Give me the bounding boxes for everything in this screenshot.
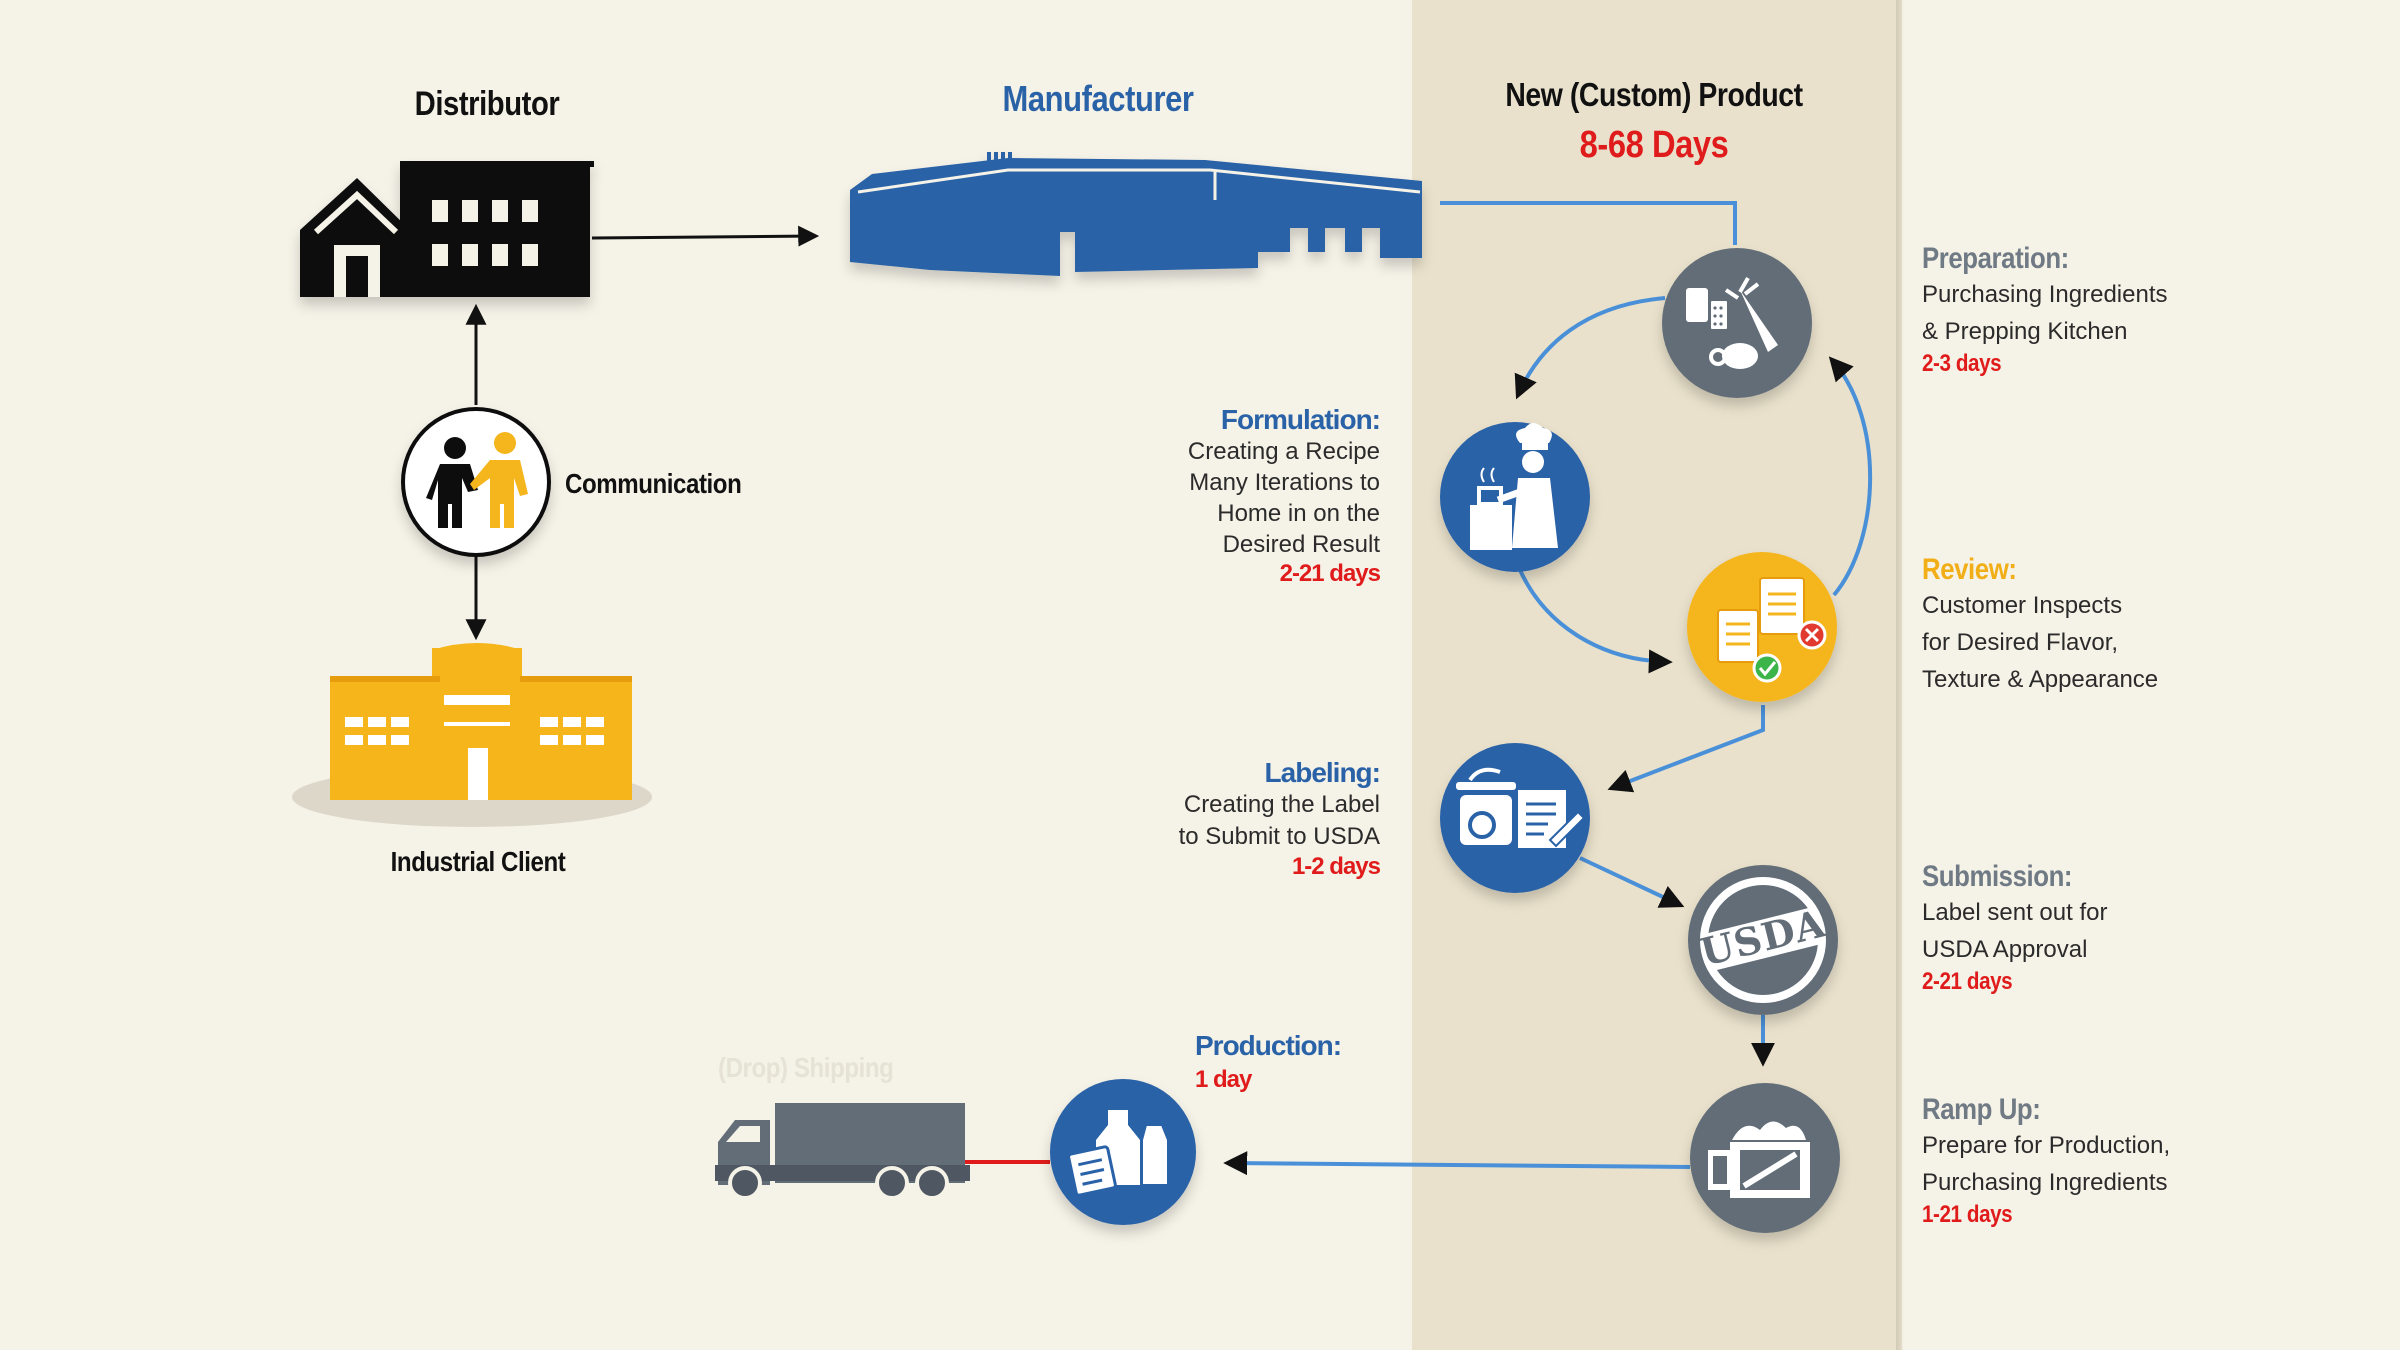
review-title: Review: bbox=[1922, 553, 2017, 586]
review-line-1: Customer Inspects bbox=[1922, 592, 2123, 619]
product-title: New (Custom) Product bbox=[1505, 76, 1803, 113]
manufacturer-factory-icon bbox=[850, 152, 1422, 276]
production-block: Production: 1 day bbox=[1195, 1030, 1342, 1094]
band-edge-shadow bbox=[1896, 0, 1904, 1350]
submission-line-1: Label sent out for bbox=[1922, 899, 2108, 926]
submission-line-2: USDA Approval bbox=[1922, 936, 2088, 963]
industrial-client-label: Industrial Client bbox=[390, 846, 566, 877]
production-title: Production: bbox=[1195, 1030, 1342, 1061]
formulation-line-1: Creating a Recipe bbox=[1187, 438, 1380, 465]
shipping-label: (Drop) Shipping bbox=[718, 1052, 894, 1083]
distributor-building-icon bbox=[300, 161, 594, 297]
preparation-days: 2-3 days bbox=[1922, 350, 2002, 377]
rampup-line-2: Purchasing Ingredients bbox=[1922, 1169, 2168, 1196]
review-checklist-icon bbox=[1687, 552, 1837, 702]
labeling-line-2: to Submit to USDA bbox=[1178, 823, 1380, 850]
labeling-block: Labeling: Creating the Label to Submit t… bbox=[1080, 757, 1381, 881]
rampup-title: Ramp Up: bbox=[1922, 1093, 2041, 1126]
submission-days: 2-21 days bbox=[1922, 968, 2013, 995]
production-icon bbox=[1050, 1079, 1196, 1225]
formulation-line-4: Desired Result bbox=[1222, 531, 1380, 558]
process-flow-lines bbox=[1223, 201, 1873, 1176]
product-duration: 8-68 Days bbox=[1579, 124, 1729, 166]
rampup-line-1: Prepare for Production, bbox=[1922, 1132, 2171, 1159]
review-line-3: Texture & Appearance bbox=[1922, 666, 2159, 693]
preparation-title: Preparation: bbox=[1922, 242, 2069, 275]
truck-icon bbox=[715, 1103, 970, 1200]
formulation-line-3: Home in on the bbox=[1217, 500, 1380, 527]
handshake-icon bbox=[401, 407, 551, 557]
preparation-ingredients-icon bbox=[1662, 248, 1812, 398]
review-to-preparation-arrow bbox=[1828, 356, 1873, 597]
production-days: 1 day bbox=[1195, 1066, 1252, 1093]
rampup-days: 1-21 days bbox=[1922, 1201, 2013, 1228]
preparation-line-1: Purchasing Ingredients bbox=[1922, 281, 2168, 308]
review-to-labeling-arrow bbox=[1607, 705, 1765, 793]
usda-seal-icon bbox=[1688, 865, 1838, 1015]
preparation-to-formulation-arrow bbox=[1514, 296, 1666, 400]
label-scale-icon bbox=[1440, 743, 1590, 893]
labeling-line-1: Creating the Label bbox=[1183, 791, 1380, 818]
labeling-days: 1-2 days bbox=[1291, 853, 1381, 880]
manufacturer-to-preparation-line bbox=[1440, 201, 1737, 245]
labeling-title: Labeling: bbox=[1264, 757, 1381, 788]
industrial-client-building-icon bbox=[292, 643, 652, 827]
communication-label: Communication bbox=[565, 468, 742, 499]
rampup-to-production-arrow bbox=[1223, 1151, 1691, 1176]
preparation-block: Preparation: Purchasing Ingredients & Pr… bbox=[1922, 242, 2167, 378]
submission-title: Submission: bbox=[1922, 860, 2073, 893]
manufacturer-label: Manufacturer bbox=[1002, 78, 1194, 119]
formulation-block: Formulation: Creating a Recipe Many Iter… bbox=[1080, 404, 1381, 588]
review-line-2: for Desired Flavor, bbox=[1922, 629, 2119, 656]
formulation-line-2: Many Iterations to bbox=[1189, 469, 1380, 496]
review-block: Review: Customer Inspects for Desired Fl… bbox=[1922, 553, 2158, 698]
preparation-line-2: & Prepping Kitchen bbox=[1922, 318, 2128, 345]
distributor-to-manufacturer-arrow bbox=[591, 225, 820, 247]
formulation-to-review-arrow bbox=[1518, 569, 1673, 674]
labeling-to-submission-arrow bbox=[1579, 856, 1685, 908]
chef-cooking-icon bbox=[1440, 422, 1590, 572]
submission-block: Submission: Label sent out for USDA Appr… bbox=[1922, 860, 2107, 996]
rampup-block: Ramp Up: Prepare for Production, Purchas… bbox=[1922, 1093, 2170, 1229]
ingredient-crate-icon bbox=[1690, 1083, 1840, 1233]
formulation-days: 2-21 days bbox=[1279, 560, 1381, 587]
distributor-label: Distributor bbox=[414, 85, 560, 123]
formulation-title: Formulation: bbox=[1220, 404, 1381, 435]
